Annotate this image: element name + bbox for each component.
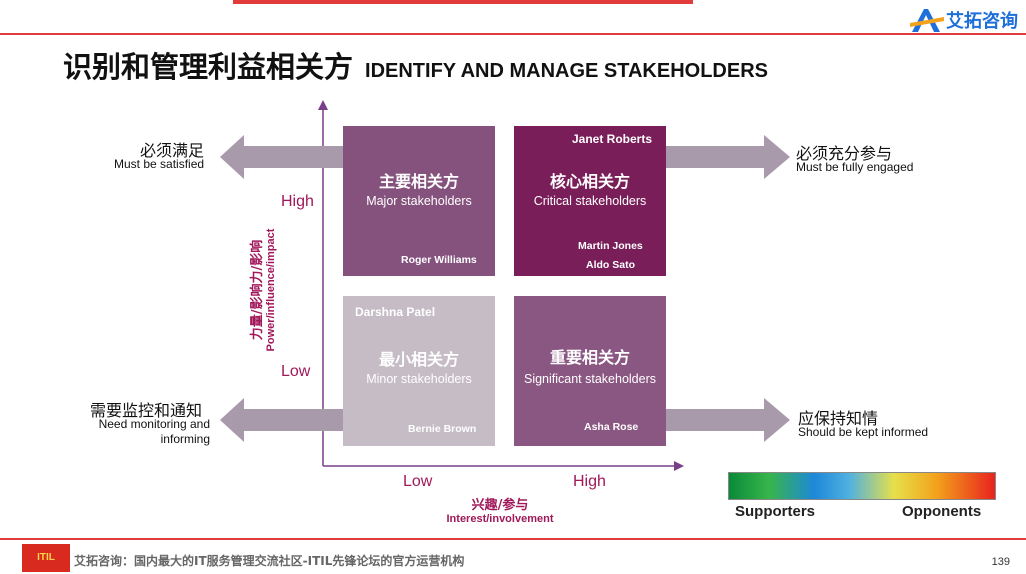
quadrant-critical: Janet Roberts 核心相关方 Critical stakeholder… (514, 126, 666, 276)
action-bottom-left-cn: 需要监控和通知 (90, 401, 203, 420)
y-axis-arrowhead (318, 100, 328, 110)
quadrant-significant: 重要相关方 Significant stakeholders Asha Rose (514, 296, 666, 446)
action-bottom-left-en-line1: Need monitoring and (98, 417, 210, 431)
brand-name: 艾拓咨询 (946, 11, 1018, 32)
y-axis-low-label: Low (281, 363, 311, 380)
stakeholder-name: Asha Rose (584, 421, 639, 433)
action-top-left-en: Must be satisfied (114, 157, 205, 171)
x-axis-arrowhead (674, 461, 684, 471)
brand-logo: 艾拓咨询 (910, 6, 1018, 34)
quadrant-major: 主要相关方 Major stakeholders Roger Williams (343, 126, 495, 276)
arrow-bottom-left (220, 398, 357, 442)
header-divider (0, 33, 1026, 35)
action-bottom-left-en: Need monitoring and informing (92, 417, 210, 447)
support-opposition-gradient (728, 472, 996, 500)
action-bottom-left-en-line2: informing (160, 432, 210, 446)
stakeholder-name: Aldo Sato (586, 259, 635, 271)
quadrant-major-en: Major stakeholders (366, 194, 472, 208)
stakeholder-name: Janet Roberts (572, 132, 653, 146)
quadrant-minor: Darshna Patel 最小相关方 Minor stakeholders B… (343, 296, 495, 446)
stakeholder-name: Martin Jones (578, 240, 643, 252)
stakeholder-name: Darshna Patel (355, 305, 436, 319)
quadrant-significant-cn: 重要相关方 (549, 348, 630, 367)
top-accent-bar (233, 0, 693, 4)
quadrant-significant-en: Significant stakeholders (523, 372, 657, 386)
stakeholder-name: Bernie Brown (408, 423, 477, 435)
page-title-en: IDENTIFY AND MANAGE STAKEHOLDERS (365, 60, 768, 82)
x-axis-title-en: Interest/involvement (446, 513, 554, 525)
quadrant-critical-cn: 核心相关方 (549, 172, 630, 191)
x-axis-low-label: Low (403, 473, 433, 490)
arrow-top-right (652, 135, 790, 179)
quadrant-critical-en: Critical stakeholders (533, 194, 647, 208)
action-top-left-cn: 必须满足 (140, 141, 205, 160)
y-axis-high-label: High (281, 193, 314, 210)
quadrant-major-cn: 主要相关方 (378, 172, 459, 191)
brand-a-icon (910, 9, 944, 32)
action-bottom-right-en: Should be kept informed (798, 425, 929, 439)
x-axis-high-label: High (573, 473, 606, 490)
footer-divider (0, 538, 1026, 540)
page-title: 识别和管理利益相关方 IDENTIFY AND MANAGE STAKEHOLD… (63, 44, 768, 86)
action-top-right-en: Must be fully engaged (796, 160, 914, 174)
legend-opponents: Opponents (902, 503, 982, 520)
page-title-cn: 识别和管理利益相关方 (63, 50, 354, 84)
arrow-bottom-right (652, 398, 790, 442)
footer-logo: ITIL (22, 544, 70, 572)
footer-text: 艾拓咨询：国内最大的IT服务管理交流社区-ITIL先锋论坛的官方运营机构 (74, 554, 465, 568)
quadrant-minor-cn: 最小相关方 (378, 350, 459, 369)
x-axis-title-cn: 兴趣/参与 (471, 498, 529, 513)
quadrant-minor-en: Minor stakeholders (366, 372, 472, 386)
y-axis-title: 力量/影响力/影响 Power/influence/impact (246, 210, 286, 370)
y-axis-title-cn: 力量/影响力/影响 (250, 239, 265, 341)
x-axis-title: 兴趣/参与 Interest/involvement (430, 494, 570, 525)
legend-supporters: Supporters (735, 503, 816, 520)
action-top-right-cn: 必须充分参与 (796, 144, 893, 163)
page-number: 139 (991, 556, 1010, 568)
arrow-top-left (220, 135, 357, 179)
y-axis-title-en: Power/influence/impact (265, 228, 277, 352)
action-bottom-right-cn: 应保持知情 (798, 409, 879, 428)
stakeholder-name: Roger Williams (401, 254, 477, 266)
